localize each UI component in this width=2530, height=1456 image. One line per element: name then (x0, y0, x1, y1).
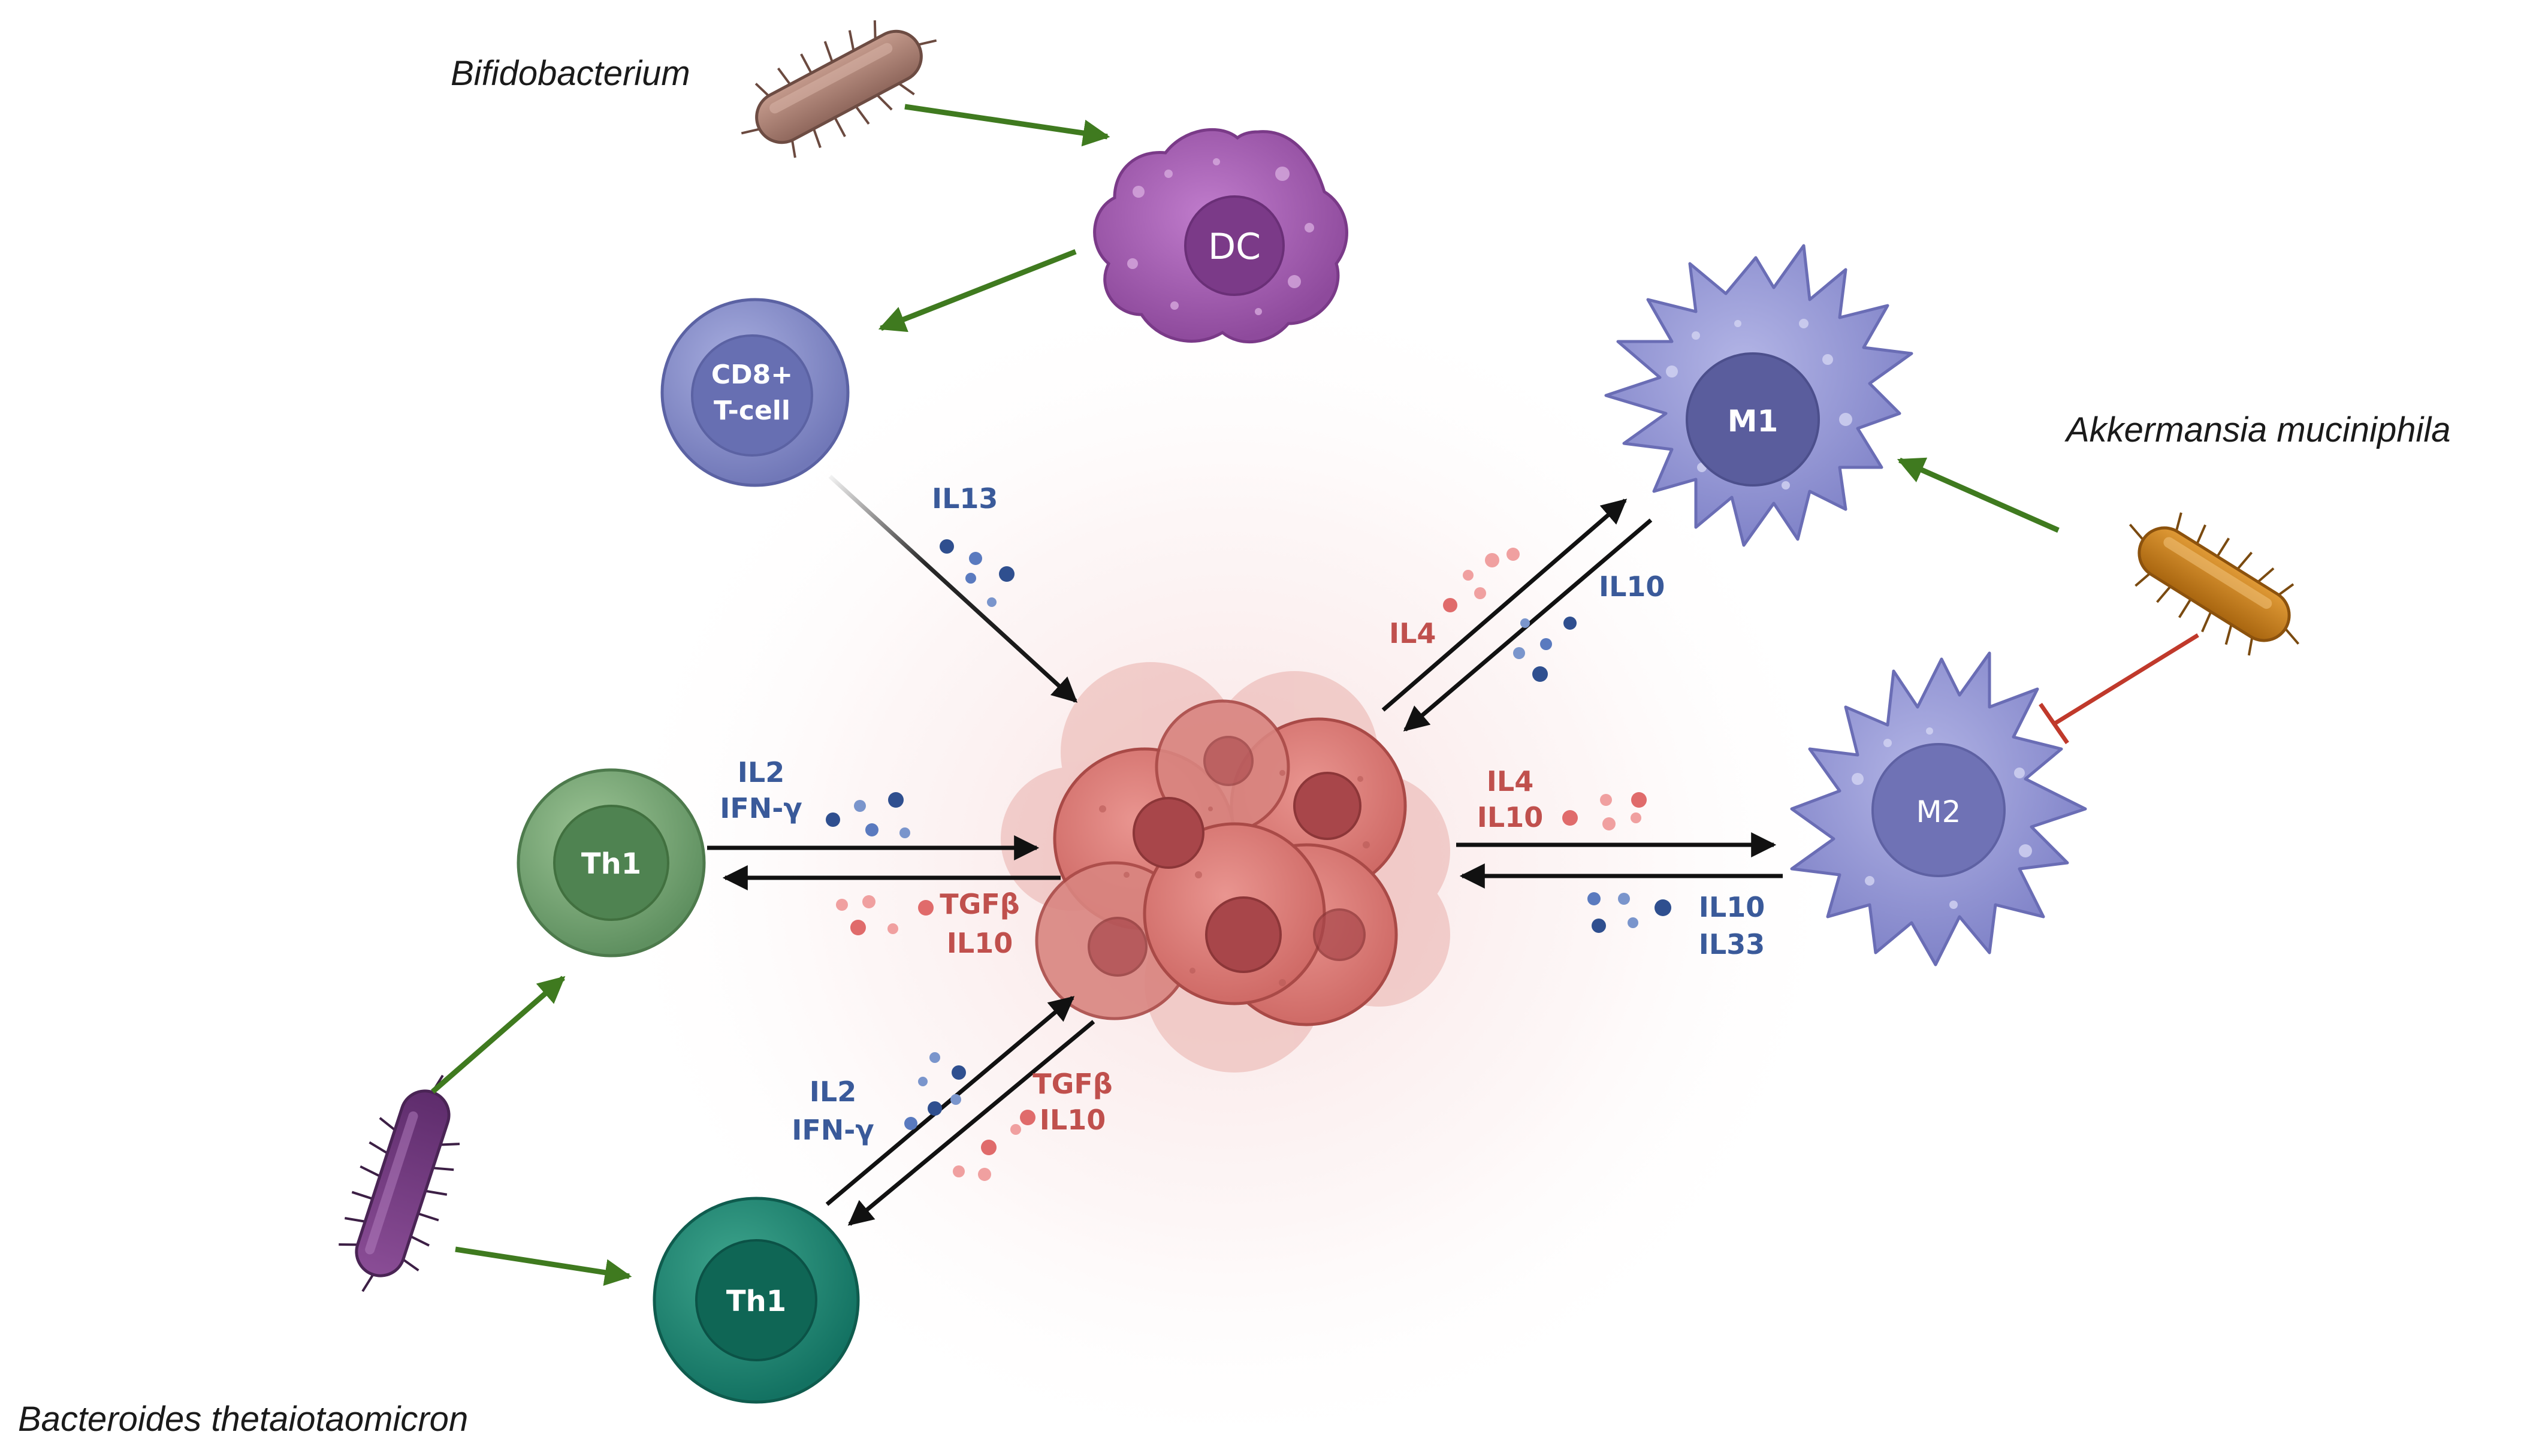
bacteroides-icon (339, 1074, 460, 1292)
m1-label: M1 (1728, 404, 1779, 439)
m2-label: M2 (1916, 795, 1961, 829)
cytokine-dots-red (836, 548, 1647, 1181)
cytokine-th1-il10-label: IL10 (947, 927, 1013, 959)
arrow-bacteroides-to-th1-lower (455, 1246, 632, 1286)
cytokine-th1b-tgfb-label: TGFβ (1032, 1068, 1113, 1100)
akkermansia-icon (2129, 512, 2300, 656)
cd8-t-cell: CD8+ T-cell (660, 298, 850, 487)
cytokine-th1-ifng-label: IFN-γ (720, 792, 802, 824)
arrow-th1b-to-tumor (825, 996, 1075, 1206)
arrow-tumor-to-m1 (1381, 499, 1628, 712)
th1-upper-label: Th1 (581, 847, 641, 881)
arrow-bifido-to-dc (904, 104, 1110, 147)
cd8-label-line1: CD8+ (711, 360, 793, 390)
arrow-dc-to-cd8 (878, 249, 1077, 333)
cytokine-th1b-ifng-label: IFN-γ (792, 1114, 874, 1146)
th1-upper-cell: Th1 (517, 768, 706, 957)
cytokine-m2-il10-label: IL10 (1477, 801, 1543, 833)
cytokine-th1-il2-label: IL2 (738, 756, 784, 789)
arrow-cd8-to-tumor (828, 475, 1078, 703)
cytokine-m1-il10-label: IL10 (1599, 570, 1665, 603)
bacteroides-label: Bacteroides thetaiotaomicron (18, 1400, 468, 1439)
bifidobacterium-label: Bifidobacterium (451, 54, 690, 93)
cytokine-dots-blue (826, 539, 1671, 1130)
cytokine-m1-il4-label: IL4 (1389, 617, 1436, 650)
inhibit-akkermansia-to-m2 (2039, 633, 2199, 744)
m1-macrophage: M1 (1604, 244, 1913, 547)
m2-macrophage: M2 (1790, 651, 2087, 966)
bifidobacterium-icon (741, 20, 937, 158)
cytokine-il13-label: IL13 (932, 482, 998, 515)
akkermansia-label: Akkermansia muciniphila (2064, 410, 2450, 449)
cytokine-th1-tgfb-label: TGFβ (940, 888, 1020, 920)
arrow-bacteroides-to-th1-upper (431, 975, 566, 1094)
cytokine-m2b-il10-label: IL10 (1699, 891, 1765, 923)
cytokine-m2-il4-label: IL4 (1487, 765, 1533, 798)
cd8-label-line2: T-cell (714, 395, 790, 426)
cytokine-th1b-il2-label: IL2 (810, 1076, 856, 1108)
dendritic-cell: DC (1093, 128, 1348, 344)
th1-lower-label: Th1 (726, 1285, 786, 1318)
cytokine-m2b-il33-label: IL33 (1699, 928, 1765, 960)
cytokine-th1b-il10-label: IL10 (1040, 1104, 1106, 1136)
tumor-cell-cluster-icon (1001, 662, 1450, 1073)
th1-lower-cell: Th1 (653, 1197, 860, 1404)
arrow-tumor-to-th1b (847, 1020, 1095, 1226)
dc-label: DC (1208, 226, 1261, 268)
arrow-akkermansia-to-m1 (1897, 457, 2060, 533)
